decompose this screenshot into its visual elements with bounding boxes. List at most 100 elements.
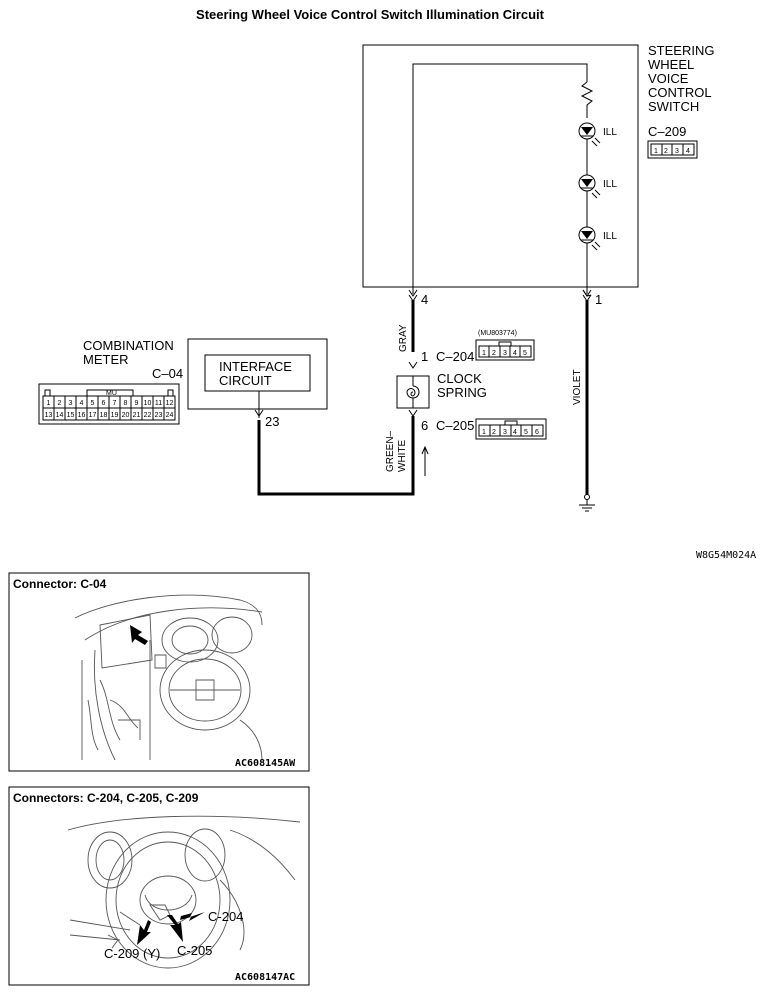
diagram-title: Steering Wheel Voice Control Switch Illu…	[196, 7, 544, 22]
c209-callout: C-209 (Y)	[104, 946, 160, 961]
c04-pin-label: 10	[144, 400, 152, 407]
svg-text:2: 2	[664, 148, 668, 155]
interface-circuit-label: CIRCUIT	[219, 373, 272, 388]
c04-pin-label: 12	[166, 400, 174, 407]
svg-text:5: 5	[523, 350, 527, 357]
c04-pin-label: 18	[100, 412, 108, 419]
svg-text:3: 3	[675, 148, 679, 155]
svg-text:4: 4	[513, 429, 517, 436]
svg-text:3: 3	[503, 429, 507, 436]
c04-pin-label: 17	[89, 412, 97, 419]
switch-name-line: VOICE	[648, 71, 689, 86]
svg-text:4: 4	[513, 350, 517, 357]
panel1-code: AC608145AW	[235, 758, 296, 769]
c04-pin-label: 23	[155, 412, 163, 419]
c204-pin-1: 1	[421, 349, 428, 364]
c209-location-arrow-icon	[137, 920, 151, 945]
svg-text:1: 1	[482, 350, 486, 357]
location-arrow-icon	[130, 625, 148, 645]
clock-spring-icon	[406, 385, 420, 399]
meter-name-line: COMBINATION	[83, 338, 174, 353]
connector-c04-panel	[8, 572, 310, 772]
svg-text:1: 1	[482, 429, 486, 436]
green-white-label: GREEN–	[385, 430, 396, 472]
c209-connector-face: 1 2 3 4	[647, 140, 698, 159]
c04-pin-label: 20	[122, 412, 130, 419]
c204-connector-label: C–204	[436, 349, 474, 364]
interface-circuit-box	[204, 354, 311, 392]
c204-callout: C-204	[208, 909, 243, 924]
c04-pin-label: 3	[69, 400, 73, 407]
c04-pin-label: 11	[155, 400, 162, 407]
led-icon	[578, 174, 601, 199]
c205-callout: C-205	[177, 943, 212, 958]
c04-pin-label: 8	[124, 400, 128, 407]
violet-wire-label: VIOLET	[572, 369, 583, 405]
c04-pin-label: 21	[133, 412, 141, 419]
svg-text:1: 1	[654, 148, 658, 155]
svg-text:MU: MU	[106, 390, 117, 397]
led-label: ILL	[603, 179, 617, 190]
svg-text:4: 4	[686, 148, 690, 155]
c204-part-number: (MU803774)	[478, 330, 517, 337]
svg-text:6: 6	[535, 429, 539, 436]
dashboard-location-illustration	[74, 594, 263, 761]
c04-pin-label: 19	[111, 412, 119, 419]
led-icon	[578, 122, 601, 147]
steering-wheel-location-illustration	[67, 815, 301, 969]
c205-location-arrow-icon	[167, 915, 183, 942]
resistor-icon	[580, 81, 594, 118]
combination-meter-box	[187, 338, 328, 410]
switch-terminal-4: 4	[421, 292, 428, 307]
c04-pin-label: 9	[135, 400, 139, 407]
switch-name-line: CONTROL	[648, 85, 712, 100]
clock-spring-name: SPRING	[437, 385, 487, 400]
green-white-wire	[257, 416, 415, 496]
c04-pin-label: 22	[144, 412, 152, 419]
switch-terminal-1: 1	[595, 292, 602, 307]
switch-name-line: WHEEL	[648, 57, 694, 72]
led-label: ILL	[603, 231, 617, 242]
switch-name-line: STEERING	[648, 43, 714, 58]
c204-connector-face: 1 2 3 4 5	[475, 339, 535, 361]
c209-connector-label: C–209	[648, 124, 686, 139]
c205-pin-6: 6	[421, 418, 428, 433]
meter-terminal-23: 23	[265, 414, 279, 429]
c204-location-arrow-icon	[180, 912, 205, 921]
gray-wire-label: GRAY	[398, 324, 409, 352]
panel2-title: Connectors: C-204, C-205, C-209	[13, 791, 199, 805]
c04-pin-label: 15	[67, 412, 75, 419]
c04-pin-label: 5	[91, 400, 95, 407]
green-white-label: WHITE	[397, 439, 408, 472]
switch-name-line: SWITCH	[648, 99, 699, 114]
svg-text:5: 5	[524, 429, 528, 436]
clock-spring-name: CLOCK	[437, 371, 482, 386]
c04-pin-label: 2	[58, 400, 62, 407]
current-direction-arrow-icon	[421, 445, 429, 476]
panel2-code: AC608147AC	[235, 972, 295, 983]
svg-text:2: 2	[492, 429, 496, 436]
c04-pin-label: 24	[166, 412, 174, 419]
c04-connector-label: C–04	[152, 366, 183, 381]
meter-name-line: METER	[83, 352, 129, 367]
svg-text:3: 3	[503, 350, 507, 357]
c04-pin-label: 16	[78, 412, 86, 419]
switch-internal-wire	[412, 63, 588, 294]
c04-pin-label: 14	[56, 412, 64, 419]
c04-pin-label: 6	[102, 400, 106, 407]
connectors-c204-c205-c209-panel	[8, 786, 310, 986]
c04-pin-label: 7	[113, 400, 117, 407]
ground-icon	[579, 494, 595, 512]
c205-connector-face: 1 2 3 4 5 6	[475, 418, 547, 440]
diagram-code: W8G54M024A	[696, 550, 756, 561]
c04-pin-label: 4	[80, 400, 84, 407]
switch-box	[362, 44, 639, 288]
led-icon	[578, 226, 601, 251]
svg-text:2: 2	[492, 350, 496, 357]
interface-circuit-label: INTERFACE	[219, 359, 292, 374]
c04-pin-label: 1	[47, 400, 51, 407]
c205-connector-label: C–205	[436, 418, 474, 433]
